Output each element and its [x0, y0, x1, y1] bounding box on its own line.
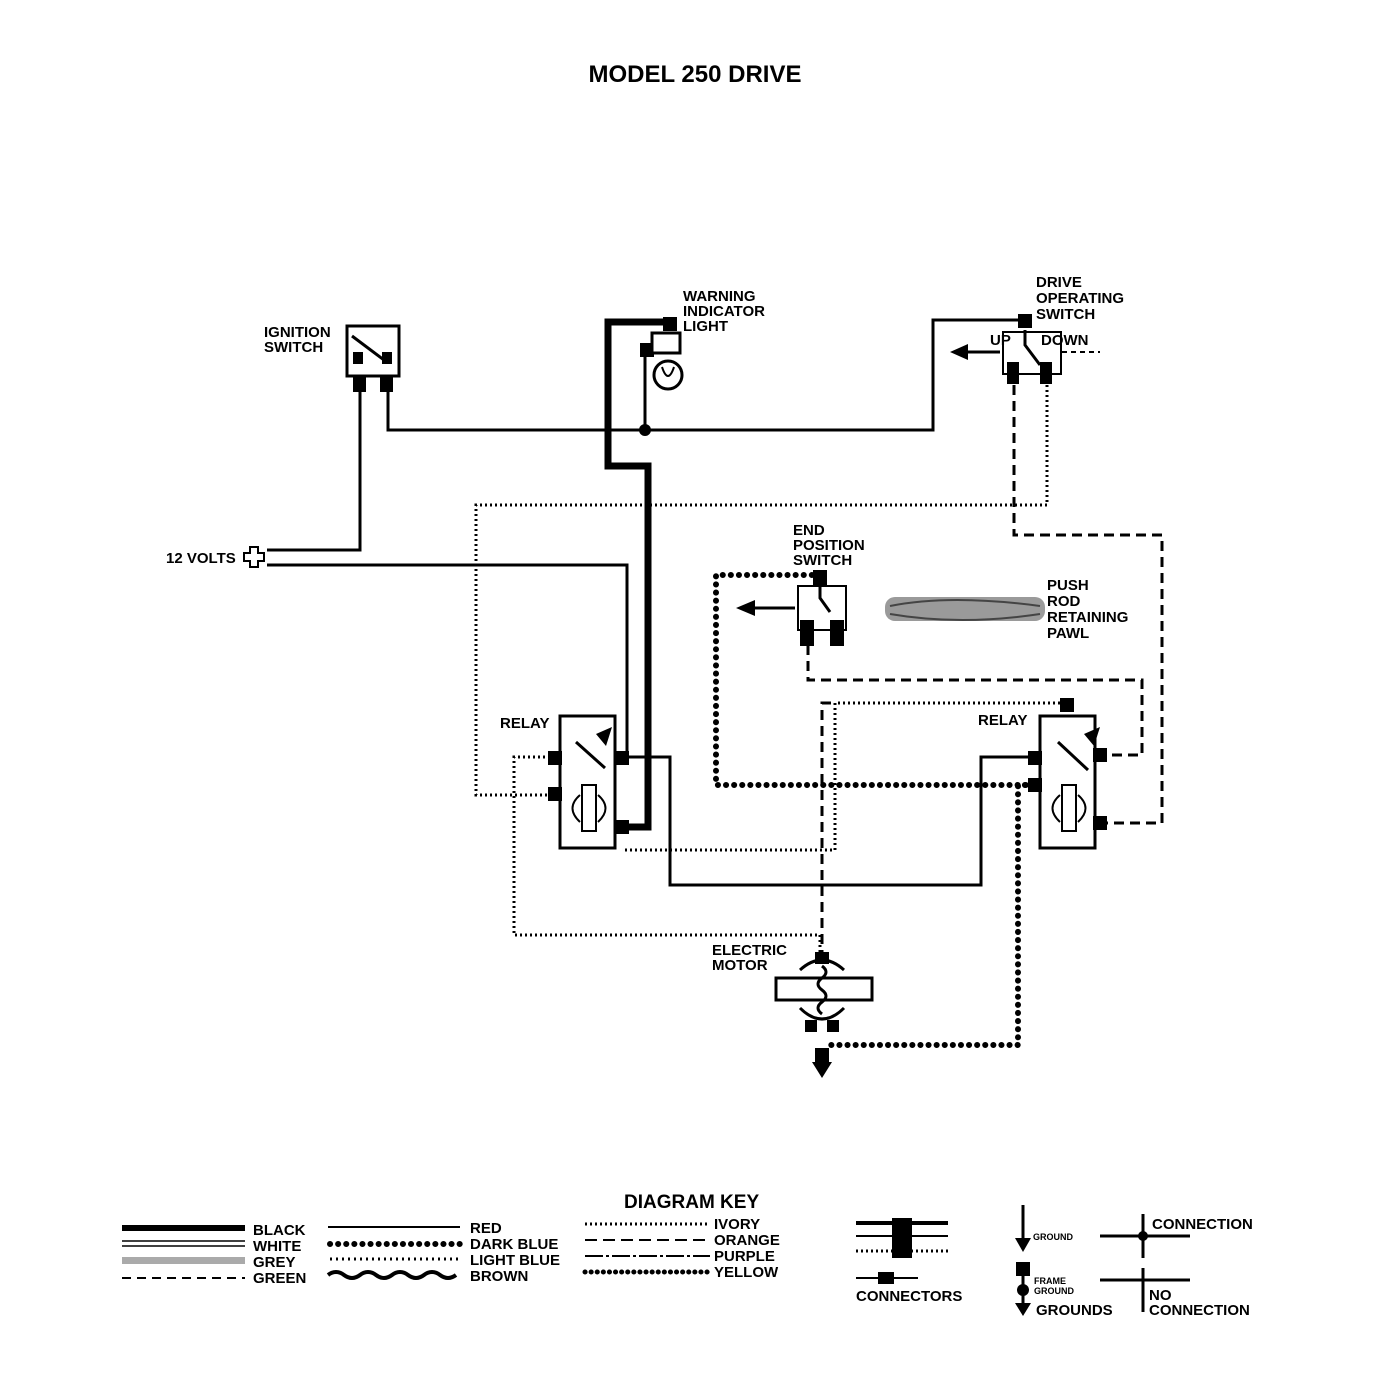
- ivory-wire-relay-rightrelay: [625, 701, 1065, 852]
- drive-down-label: DOWN: [1041, 332, 1089, 349]
- connection-dot: [639, 424, 651, 436]
- wires: [267, 318, 1164, 1048]
- key-lightblue: LIGHT BLUE: [470, 1252, 560, 1269]
- key-connection: CONNECTION: [1152, 1216, 1253, 1233]
- relay-right: [1028, 698, 1107, 850]
- volts-label: 12 VOLTS: [166, 550, 236, 567]
- no-connection-symbol: [1100, 1268, 1190, 1312]
- relay-left-label: RELAY: [500, 715, 549, 732]
- pawl-label-2: ROD: [1047, 593, 1081, 610]
- key-purple: PURPLE: [714, 1248, 775, 1265]
- key-orange: ORANGE: [714, 1232, 780, 1249]
- key-green: GREEN: [253, 1270, 306, 1287]
- key-ivory: IVORY: [714, 1216, 760, 1233]
- diagram-key: DIAGRAM KEY BLACK WHITE GREY GREEN RED D…: [122, 1192, 1253, 1319]
- key-white: WHITE: [253, 1238, 301, 1255]
- green-wire-drive-rightrelay: [1012, 385, 1164, 825]
- push-rod-pawl: [885, 597, 1045, 621]
- key-brown: BROWN: [470, 1268, 528, 1285]
- warning-label-1: WARNING: [683, 288, 756, 305]
- plus-icon: [243, 546, 265, 568]
- relay-right-label: RELAY: [978, 712, 1027, 729]
- key-title: DIAGRAM KEY: [624, 1192, 759, 1213]
- motor-label-2: MOTOR: [712, 957, 768, 974]
- pawl-label-4: PAWL: [1047, 625, 1089, 642]
- darkblue-wire-endswitch-relay: [713, 572, 1035, 788]
- pawl-label-3: RETAINING: [1047, 609, 1128, 626]
- warning-indicator-light: [640, 317, 684, 391]
- end-switch-label-1: END: [793, 522, 825, 539]
- diagram-title: MODEL 250 DRIVE: [589, 61, 802, 88]
- drive-label-2: OPERATING: [1036, 290, 1124, 307]
- red-wire-12v-relay: [267, 563, 629, 757]
- end-switch-label-2: POSITION: [793, 537, 865, 554]
- darkblue-wire-relay-motor: [827, 782, 1028, 1048]
- red-wire-ignition-drive: [386, 318, 1022, 432]
- connectors-symbol: [856, 1218, 948, 1284]
- key-darkblue: DARK BLUE: [470, 1236, 558, 1253]
- pawl-label-1: PUSH: [1047, 577, 1089, 594]
- swatch-grey: [122, 1257, 245, 1264]
- drive-operating-switch: [950, 314, 1100, 384]
- red-wire-relay-relay: [627, 755, 1040, 887]
- key-red: RED: [470, 1220, 502, 1237]
- ground-icon: [1015, 1205, 1031, 1252]
- ignition-switch: [345, 324, 401, 392]
- ivory-wire-drive-relay: [474, 385, 1049, 797]
- relay-left: [548, 714, 629, 850]
- key-ground: GROUND: [1033, 1232, 1073, 1242]
- connection-symbol: [1100, 1214, 1190, 1258]
- key-no-connection-2: CONNECTION: [1149, 1302, 1250, 1319]
- black-wire-light-relay: [604, 318, 665, 831]
- key-frame-ground-2: GROUND: [1034, 1286, 1074, 1296]
- key-no-connection-1: NO: [1149, 1287, 1172, 1304]
- swatch-white: [122, 1240, 245, 1247]
- motor-label-1: ELECTRIC: [712, 942, 787, 959]
- key-yellow: YELLOW: [714, 1264, 779, 1281]
- warning-label-2: INDICATOR: [683, 303, 765, 320]
- end-position-switch: [736, 570, 847, 646]
- green-wire-endswitch-rightrelay: [806, 645, 1144, 757]
- ignition-label-2: SWITCH: [264, 339, 323, 356]
- key-black: BLACK: [253, 1222, 306, 1239]
- ignition-label-1: IGNITION: [264, 324, 331, 341]
- drive-label-1: DRIVE: [1036, 274, 1082, 291]
- warning-label-3: LIGHT: [683, 318, 728, 335]
- frame-ground-icon: [1015, 1262, 1031, 1316]
- green-wire-motor: [820, 701, 835, 960]
- drive-up-label: UP: [990, 332, 1011, 349]
- key-grounds: GROUNDS: [1036, 1302, 1113, 1319]
- drive-label-3: SWITCH: [1036, 306, 1095, 323]
- key-grey: GREY: [253, 1254, 296, 1271]
- swatch-brown: [326, 1270, 458, 1280]
- electric-motor: [774, 952, 874, 1078]
- red-wire-12v-ignition: [267, 388, 362, 552]
- end-switch-label-3: SWITCH: [793, 552, 852, 569]
- key-connectors: CONNECTORS: [856, 1288, 962, 1305]
- key-frame-ground-1: FRAME: [1034, 1276, 1066, 1286]
